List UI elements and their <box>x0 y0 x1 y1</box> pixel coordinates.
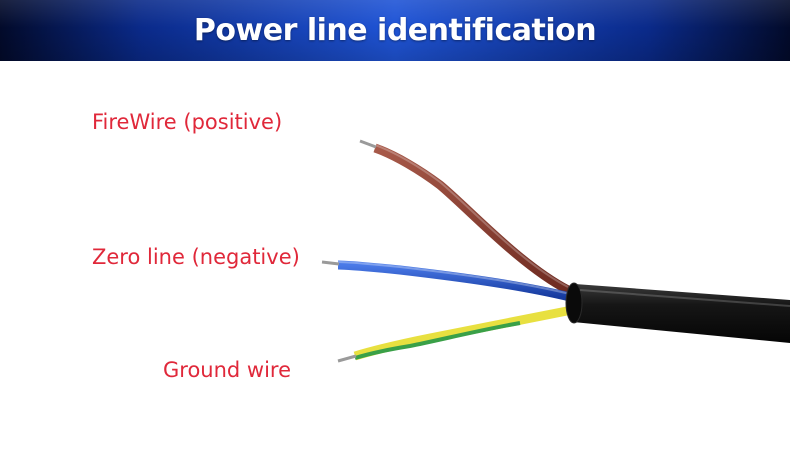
fire-wire-conductor <box>359 139 377 149</box>
fire-wire <box>359 139 571 294</box>
ground-wire-label: Ground wire <box>163 358 292 382</box>
zero-line-label: Zero line (negative) <box>92 245 300 269</box>
page-title: Power line identification <box>193 13 597 48</box>
zero-line-conductor <box>321 260 340 266</box>
ground-wire <box>337 305 573 363</box>
cable-sheath <box>565 282 790 343</box>
fire-wire-label: FireWire (positive) <box>92 110 283 134</box>
zero-line-wire <box>321 260 572 302</box>
title-bar-glow <box>0 0 790 61</box>
title-bar: Power line identification <box>0 0 790 61</box>
ground-wire-conductor <box>337 354 357 363</box>
